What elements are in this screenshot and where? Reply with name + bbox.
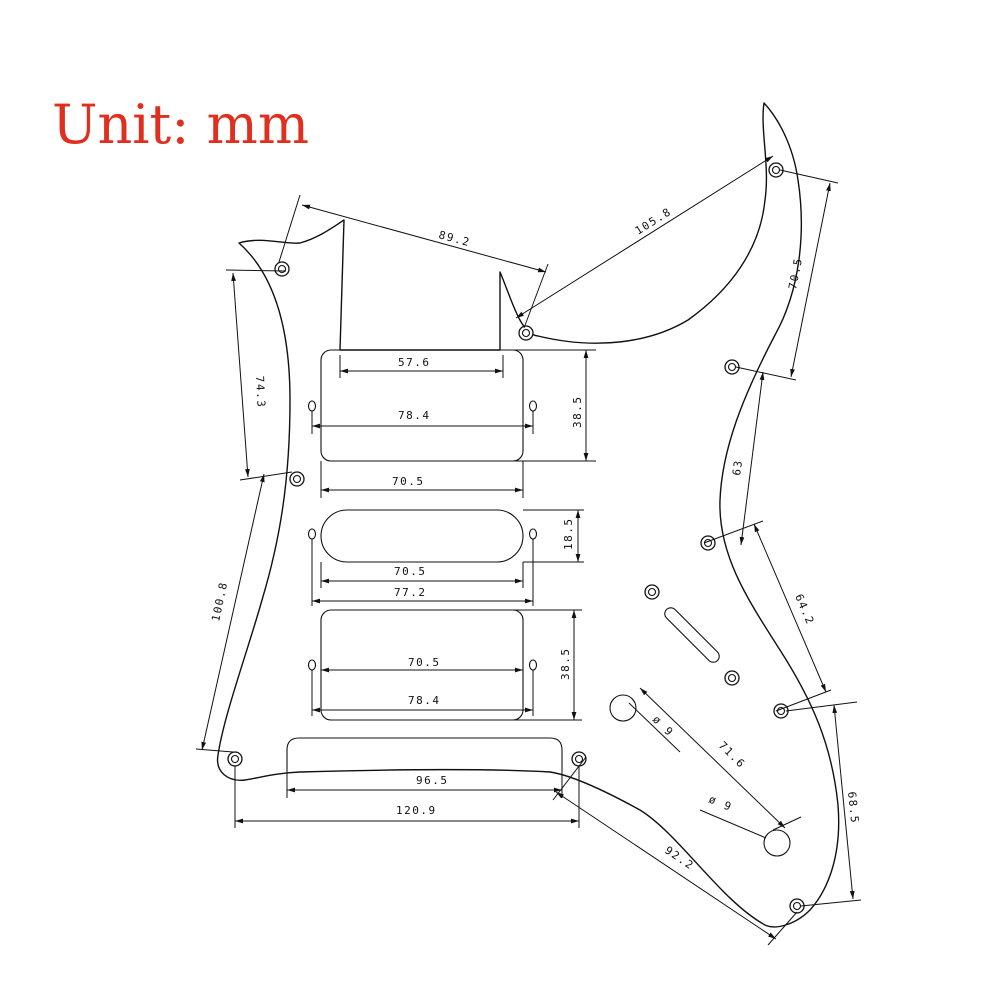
screw-hole bbox=[227, 751, 243, 767]
dim-label: 89.2 bbox=[437, 228, 472, 249]
screw-hole bbox=[789, 898, 805, 914]
dim-label: 70.5 bbox=[786, 256, 805, 290]
dim-label: 105.8 bbox=[633, 205, 674, 238]
dim-label: 120.9 bbox=[396, 804, 437, 817]
dimension-lines bbox=[195, 155, 862, 946]
screw-hole bbox=[289, 471, 305, 487]
screw-hole bbox=[274, 261, 290, 277]
unit-label: Unit: mm bbox=[52, 93, 310, 156]
mounting-pins bbox=[307, 400, 538, 671]
dim-label: ø 9 bbox=[707, 793, 734, 814]
screw-hole bbox=[700, 535, 716, 551]
pot-hole-a bbox=[609, 694, 637, 722]
dim-label: 70.5 bbox=[392, 475, 425, 488]
dim-label: 96.5 bbox=[416, 774, 449, 787]
dimension-labels: 89.2 105.8 70.5 74.3 57.6 78.4 38.5 70.5… bbox=[209, 205, 861, 873]
screw-hole bbox=[644, 584, 660, 600]
dim-label: 78.4 bbox=[408, 694, 441, 707]
humbucker-bottom-cutout bbox=[320, 609, 524, 721]
dim-label: 77.2 bbox=[394, 586, 427, 599]
dim-label: 92.2 bbox=[662, 844, 696, 873]
dim-label: 70.5 bbox=[394, 565, 427, 578]
pot-hole-b bbox=[763, 829, 791, 857]
dim-label: 74.3 bbox=[253, 375, 268, 408]
screw-hole bbox=[571, 751, 587, 767]
dim-label: 57.6 bbox=[398, 356, 431, 369]
humbucker-top-cutout bbox=[320, 349, 524, 462]
switch-slot bbox=[664, 607, 720, 663]
dim-label: 78.4 bbox=[398, 409, 431, 422]
bottom-cavity bbox=[286, 737, 563, 770]
dim-label: 38.5 bbox=[559, 648, 572, 681]
pickguard-outline bbox=[216, 102, 840, 928]
dim-label: 18.5 bbox=[562, 518, 575, 551]
dim-label: 63 bbox=[730, 459, 745, 477]
dim-label: 70.5 bbox=[408, 656, 441, 669]
screw-hole bbox=[724, 670, 740, 686]
dim-label: 68.5 bbox=[845, 791, 861, 825]
single-coil-cutout bbox=[320, 509, 524, 563]
dim-label: 100.8 bbox=[209, 580, 230, 622]
screw-hole bbox=[724, 359, 740, 375]
dim-label: 38.5 bbox=[571, 396, 584, 429]
screw-hole bbox=[518, 325, 534, 341]
